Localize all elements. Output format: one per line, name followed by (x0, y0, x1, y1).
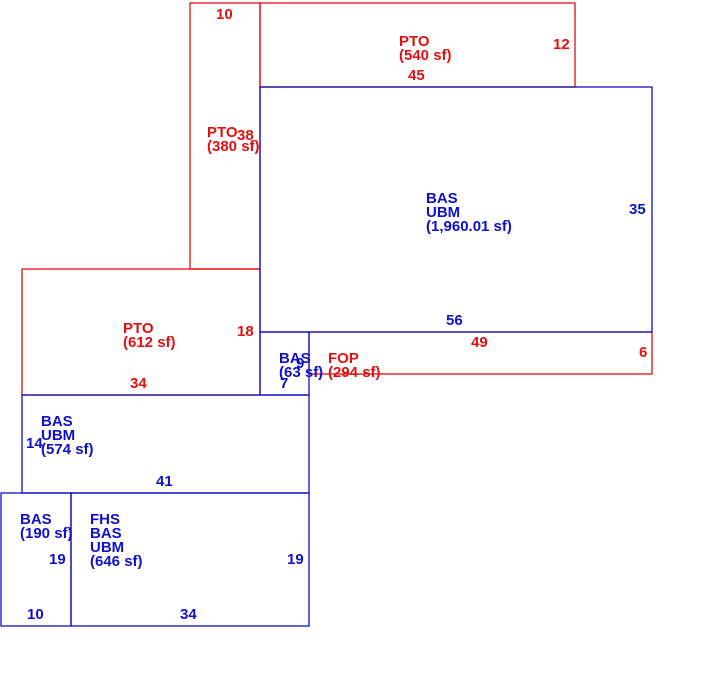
dimension-label: 35 (629, 201, 646, 218)
dimension-label: 45 (408, 67, 425, 84)
area-label-bas-190: BAS (190 sf) (20, 511, 73, 542)
dimension-label: 7 (280, 375, 288, 392)
dimension-label: 12 (553, 36, 570, 53)
dimension-label: 6 (639, 344, 647, 361)
dimension-label: 18 (237, 323, 254, 340)
dimension-label: 41 (156, 473, 173, 490)
dimension-label: 9 (296, 355, 304, 372)
dimension-label: 19 (49, 551, 66, 568)
dimension-label: 56 (446, 312, 463, 329)
dimension-label: 10 (27, 606, 44, 623)
area-label-fhs-646: FHS BAS UBM (646 sf) (90, 511, 143, 570)
dimension-label: 38 (237, 127, 254, 144)
area-label-pto-top: PTO (540 sf) (399, 33, 452, 64)
blue-outlines (0, 86, 653, 627)
red-outlines (21, 2, 653, 396)
area-label-bas-574: BAS UBM (574 sf) (41, 413, 94, 458)
dimension-label: 14 (26, 435, 43, 452)
dimension-label: 19 (287, 551, 304, 568)
dimension-label: 49 (471, 334, 488, 351)
area-label-bas-main: BAS UBM (1,960.01 sf) (426, 190, 512, 235)
area-label-fop: FOP (294 sf) (328, 350, 381, 381)
dimension-label: 34 (130, 375, 147, 392)
dimension-label: 10 (216, 6, 233, 23)
area-label-pto-mid: PTO (612 sf) (123, 320, 176, 351)
area-label-pto-left: PTO (380 sf) (207, 124, 260, 155)
bas-main-outline (259, 86, 653, 333)
dimension-label: 34 (180, 606, 197, 623)
area-label-bas-small: BAS (63 sf) (279, 350, 323, 381)
fhs-646-outline (70, 492, 310, 627)
